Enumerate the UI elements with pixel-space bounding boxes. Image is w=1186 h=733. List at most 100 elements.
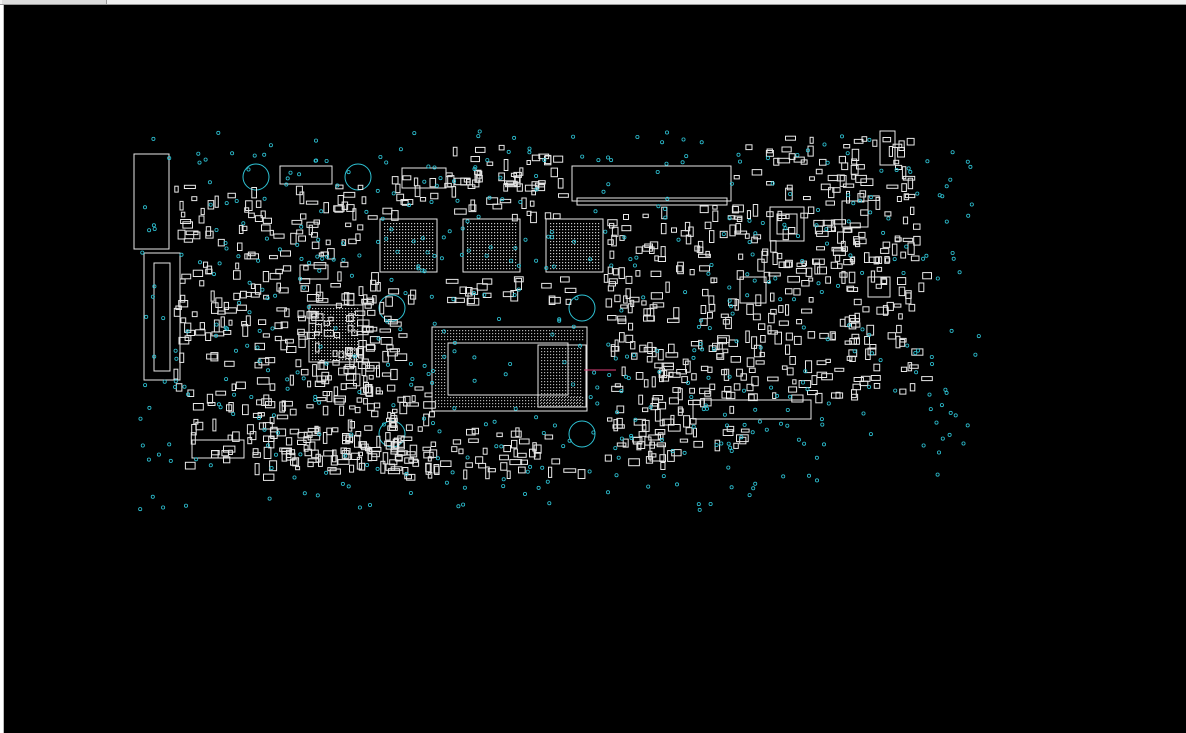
via (194, 457, 199, 462)
smd-component (699, 205, 709, 214)
smd-component (851, 333, 860, 340)
via (689, 394, 694, 399)
smd-component (414, 185, 421, 198)
via (422, 269, 427, 274)
via (705, 406, 710, 411)
smd-component (384, 315, 392, 322)
smd-component (386, 417, 398, 422)
via (867, 332, 872, 337)
via (625, 354, 630, 359)
smd-component (458, 448, 464, 455)
smd-component (665, 281, 670, 293)
via (646, 484, 651, 489)
smd-component (801, 308, 813, 314)
via (378, 154, 383, 159)
smd-component (511, 213, 518, 222)
smd-component (659, 370, 664, 383)
smd-component (179, 278, 186, 284)
via (384, 236, 389, 241)
smd-component (338, 351, 345, 359)
via (904, 244, 909, 249)
smd-component (896, 196, 902, 202)
smd-component (261, 224, 271, 232)
memory-chip-1[interactable] (379, 218, 438, 273)
smd-component (659, 454, 667, 463)
via (683, 290, 688, 295)
smd-component (367, 448, 373, 462)
left-connector-top[interactable] (133, 153, 170, 250)
smd-component (357, 224, 364, 231)
smd-component (625, 275, 633, 284)
via (341, 257, 346, 262)
via (822, 442, 827, 447)
via (426, 371, 431, 376)
smd-component (808, 277, 814, 282)
via (868, 210, 873, 215)
smd-component (617, 315, 627, 322)
via (801, 325, 806, 330)
smd-component (385, 432, 391, 441)
via (246, 167, 251, 172)
smd-component (854, 238, 867, 245)
smd-component (235, 262, 240, 270)
smd-component (692, 427, 698, 438)
smd-component (544, 154, 552, 165)
smd-component (311, 241, 320, 250)
smd-component (816, 246, 825, 251)
smd-component (837, 263, 843, 269)
smd-component (361, 358, 369, 364)
via (699, 140, 704, 145)
smd-component (327, 248, 335, 260)
via (661, 474, 666, 479)
smd-component (529, 200, 535, 207)
board-viewer-canvas[interactable] (4, 5, 1186, 733)
smd-component (660, 246, 666, 258)
smd-component (735, 223, 742, 234)
smd-component (849, 355, 856, 363)
via (719, 441, 724, 446)
smd-component (513, 448, 518, 458)
via (727, 298, 732, 303)
smd-component (785, 213, 790, 220)
smd-component (661, 362, 674, 371)
via (264, 236, 269, 241)
smd-component (177, 229, 186, 240)
cpu-chip[interactable] (431, 326, 588, 412)
smd-component (224, 360, 235, 367)
smd-component (526, 160, 531, 165)
controller-chip[interactable] (769, 206, 805, 242)
via (562, 360, 567, 365)
smd-component (263, 473, 275, 481)
smd-component (751, 376, 759, 387)
smd-component (316, 298, 329, 303)
top-fpc-connector[interactable] (571, 165, 732, 202)
via (727, 285, 732, 290)
smd-component (308, 310, 317, 324)
smd-component (729, 224, 736, 237)
smd-component (840, 240, 846, 251)
via (927, 392, 932, 397)
smd-component (506, 180, 518, 187)
smd-component (910, 206, 915, 215)
memory-chip-3[interactable] (545, 218, 604, 273)
pcb-layout[interactable] (4, 5, 1186, 733)
smd-component (326, 391, 333, 403)
smd-component (702, 288, 709, 297)
smd-component (789, 356, 796, 365)
via (534, 258, 539, 263)
smd-component (722, 319, 730, 325)
via (498, 175, 503, 180)
via (792, 297, 797, 302)
via (315, 493, 320, 498)
via (527, 146, 532, 151)
memory-chip-2[interactable] (462, 218, 521, 273)
smd-component (768, 312, 775, 324)
via (455, 198, 460, 203)
smd-component (777, 252, 783, 260)
via (465, 219, 470, 224)
smd-component (334, 397, 345, 405)
smd-component (820, 183, 831, 191)
document-tab[interactable] (2, 0, 107, 4)
via (696, 502, 701, 507)
via (161, 316, 166, 321)
